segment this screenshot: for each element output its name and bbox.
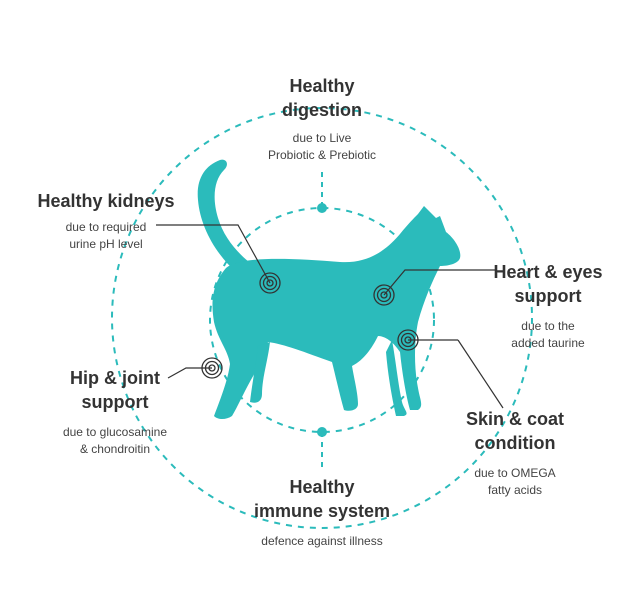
benefit-detail: due to glucosamine & chondroitin — [62, 425, 168, 456]
benefit-skin-coat: Skin & coat condition due to OMEGA fatty… — [430, 407, 600, 499]
benefit-title: Heart & eyes support — [493, 262, 603, 306]
benefit-detail: due to Live Probiotic & Prebiotic — [267, 131, 377, 162]
benefit-heart-eyes: Heart & eyes support due to the added ta… — [473, 260, 623, 352]
marker-kidneys-icon — [259, 272, 281, 294]
benefit-title: Skin & coat condition — [465, 409, 565, 453]
marker-heart-icon — [373, 284, 395, 306]
benefit-digestion: Healthy digestion due to Live Probiotic … — [222, 74, 422, 164]
benefit-detail: due to the added taurine — [511, 319, 585, 350]
top-connector-dot — [317, 203, 327, 213]
benefit-title: Healthy digestion — [282, 76, 362, 120]
bottom-connector-dot — [317, 427, 327, 437]
benefit-detail: due to OMEGA fatty acids — [474, 466, 556, 497]
benefit-title: Healthy immune system — [253, 477, 391, 521]
inner-dashed-ring — [209, 207, 435, 433]
benefit-detail: defence against illness — [261, 534, 383, 548]
cat-silhouette — [197, 159, 461, 419]
benefit-hip-joint: Hip & joint support due to glucosamine &… — [40, 366, 190, 458]
leader-lines — [156, 224, 504, 409]
benefit-detail: due to required urine pH level — [65, 220, 147, 251]
marker-hip-icon — [201, 357, 223, 379]
benefit-title: Hip & joint support — [70, 368, 160, 412]
benefit-title: Healthy kidneys — [37, 191, 175, 211]
benefit-immune: Healthy immune system defence against il… — [222, 475, 422, 550]
marker-skin-icon — [397, 329, 419, 351]
outer-dashed-ring — [111, 107, 533, 529]
benefit-kidneys: Healthy kidneys due to required urine pH… — [20, 189, 192, 253]
